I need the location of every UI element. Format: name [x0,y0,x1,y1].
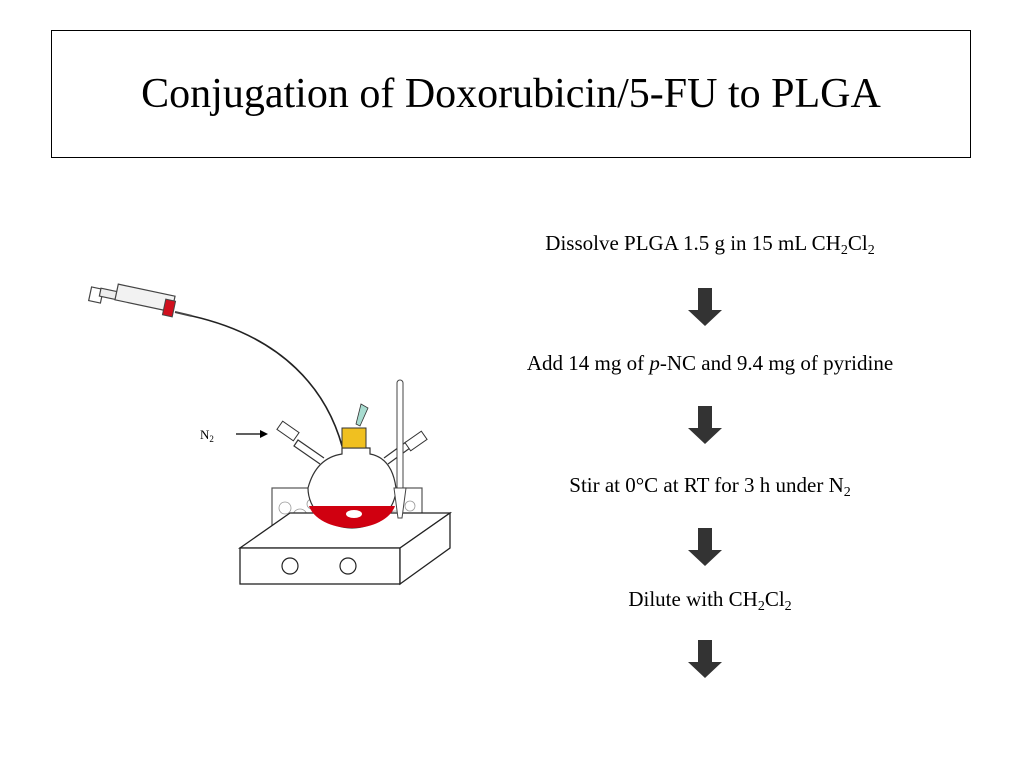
septum-stopper [341,427,367,449]
knob-icon [339,557,357,575]
step-text: Cl [764,587,785,611]
step-text: Cl [847,231,868,255]
stir-plate [237,511,453,586]
three-neck-flask [276,403,428,529]
step-text: Dilute with CH [628,587,758,611]
step-text: p [649,351,660,375]
step-text: Dissolve PLGA 1.5 g in 15 mL CH [545,231,841,255]
n2-label: N2 [200,427,214,444]
step-text: -NC and 9.4 mg of pyridine [659,351,894,375]
procedure-step: Dilute with CH2Cl2 [460,586,960,614]
reaction-apparatus [87,283,453,586]
down-arrow-icon [688,528,722,566]
subscript: 2 [867,243,875,258]
step-text: Add 14 mg of [526,351,650,375]
down-arrow-icon [688,406,722,444]
slide-title: Conjugation of Doxorubicin/5-FU to PLGA [141,71,881,117]
step-text: Stir at 0°C at RT for 3 h under N [569,473,844,497]
subscript: 2 [840,243,848,258]
n2-inlet-arrow-icon [236,430,268,438]
subscript: 2 [784,599,792,614]
syringe-icon [87,283,193,318]
procedure-step: Stir at 0°C at RT for 3 h under N2 [460,472,960,500]
down-arrow-icon [688,640,722,678]
title-box: Conjugation of Doxorubicin/5-FU to PLGA [51,30,971,158]
subscript: 2 [843,485,851,500]
needle-cap [355,403,369,427]
procedure-step: Dissolve PLGA 1.5 g in 15 mL CH2Cl2 [460,230,960,258]
procedure-step: Add 14 mg of p-NC and 9.4 mg of pyridine [460,350,960,376]
down-arrow-icon [688,288,722,326]
thermometer-icon [393,379,407,519]
subscript: 2 [757,599,765,614]
knob-icon [281,557,299,575]
